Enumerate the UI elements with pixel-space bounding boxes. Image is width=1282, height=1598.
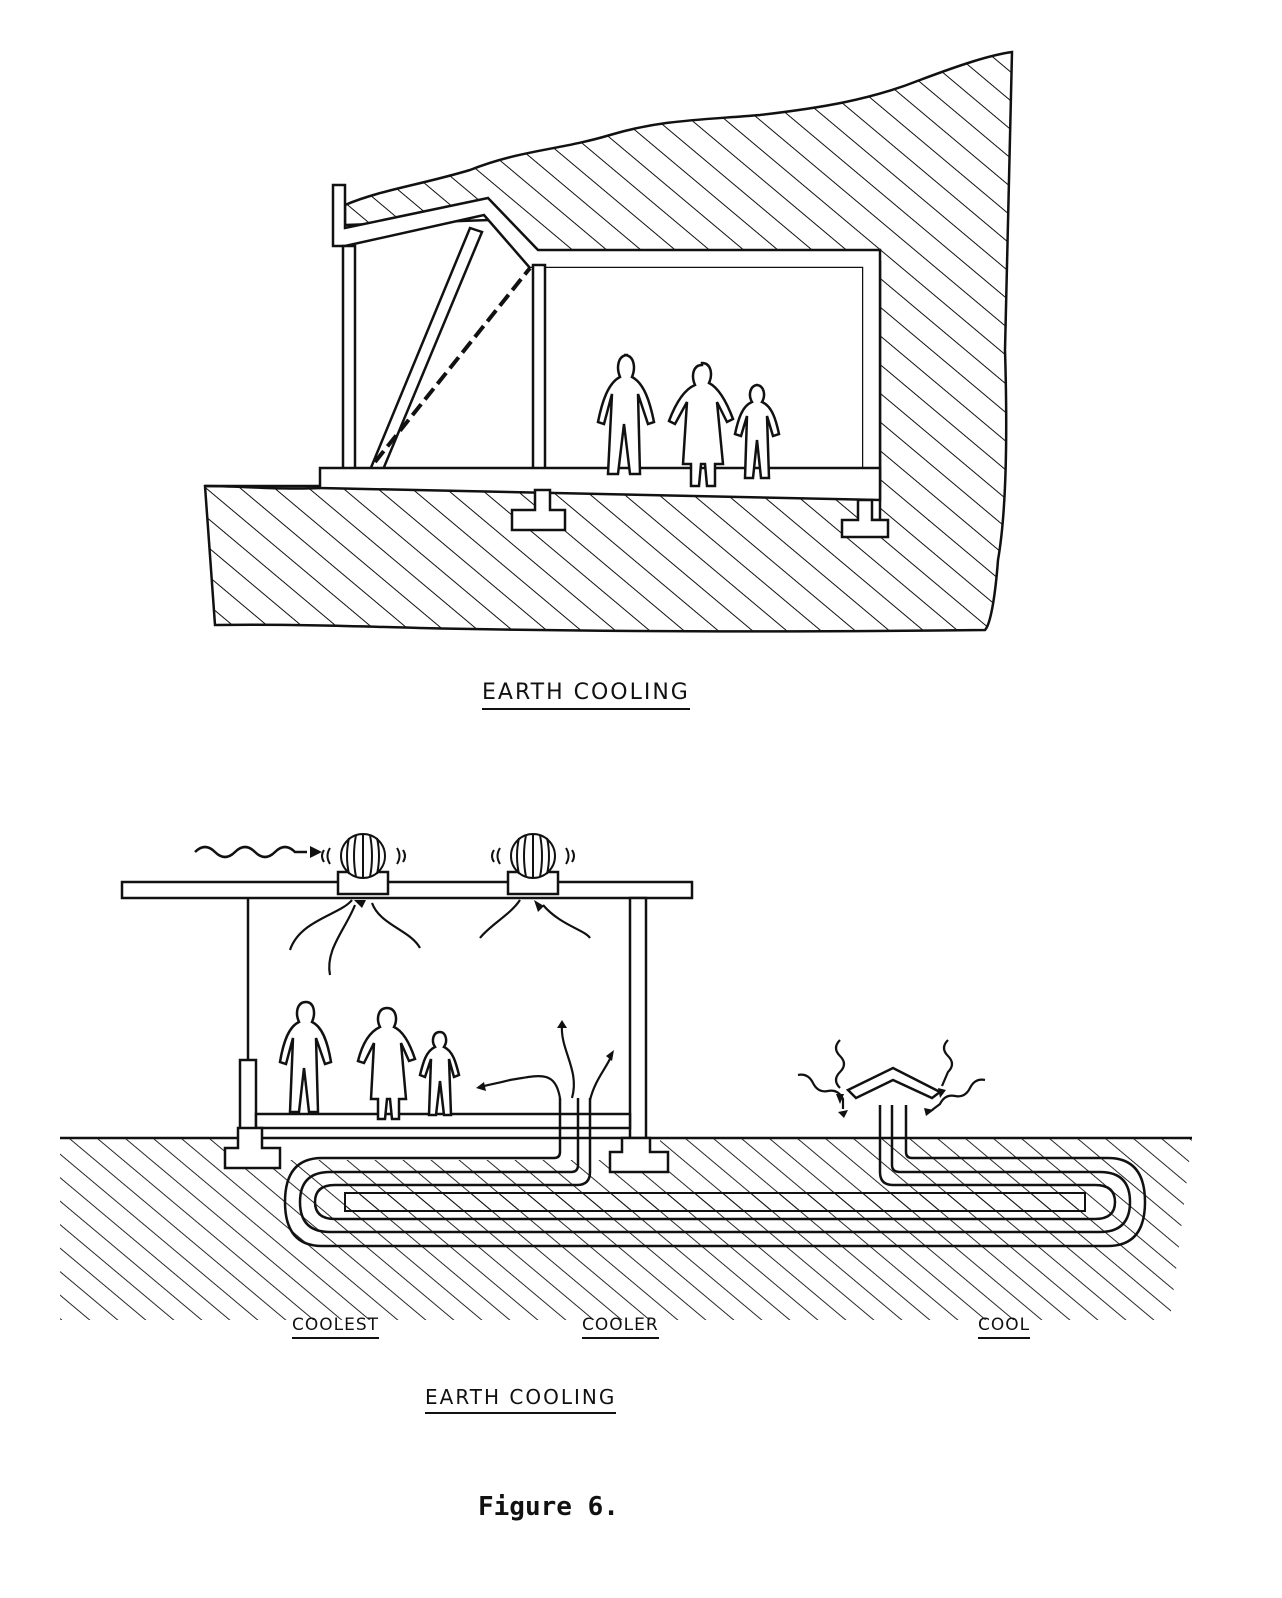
- zone-label-coolest: COOLEST: [292, 1315, 380, 1339]
- zone-label-cool: COOL: [978, 1315, 1031, 1339]
- bottom-diagram-caption: EARTH COOLING: [425, 1385, 617, 1414]
- zone-label-cooler: COOLER: [582, 1315, 659, 1339]
- earth-tube-loop: [283, 1098, 1147, 1248]
- bottom-earth-tube-house: [60, 833, 1192, 1320]
- top-earth-sheltered-house: [203, 50, 1014, 633]
- figure-number: Figure 6.: [478, 1492, 619, 1522]
- bottom-ground-mass: [60, 1138, 1192, 1320]
- top-diagram-caption: EARTH COOLING: [482, 680, 690, 710]
- airflow-arrows: [288, 899, 613, 1101]
- bottom-roof-slab: [120, 880, 694, 900]
- top-people-figures: [596, 353, 781, 488]
- intake-hood: [845, 1066, 943, 1100]
- bottom-people-figures: [278, 1000, 461, 1121]
- turbine-ventilator-icon: [321, 833, 575, 879]
